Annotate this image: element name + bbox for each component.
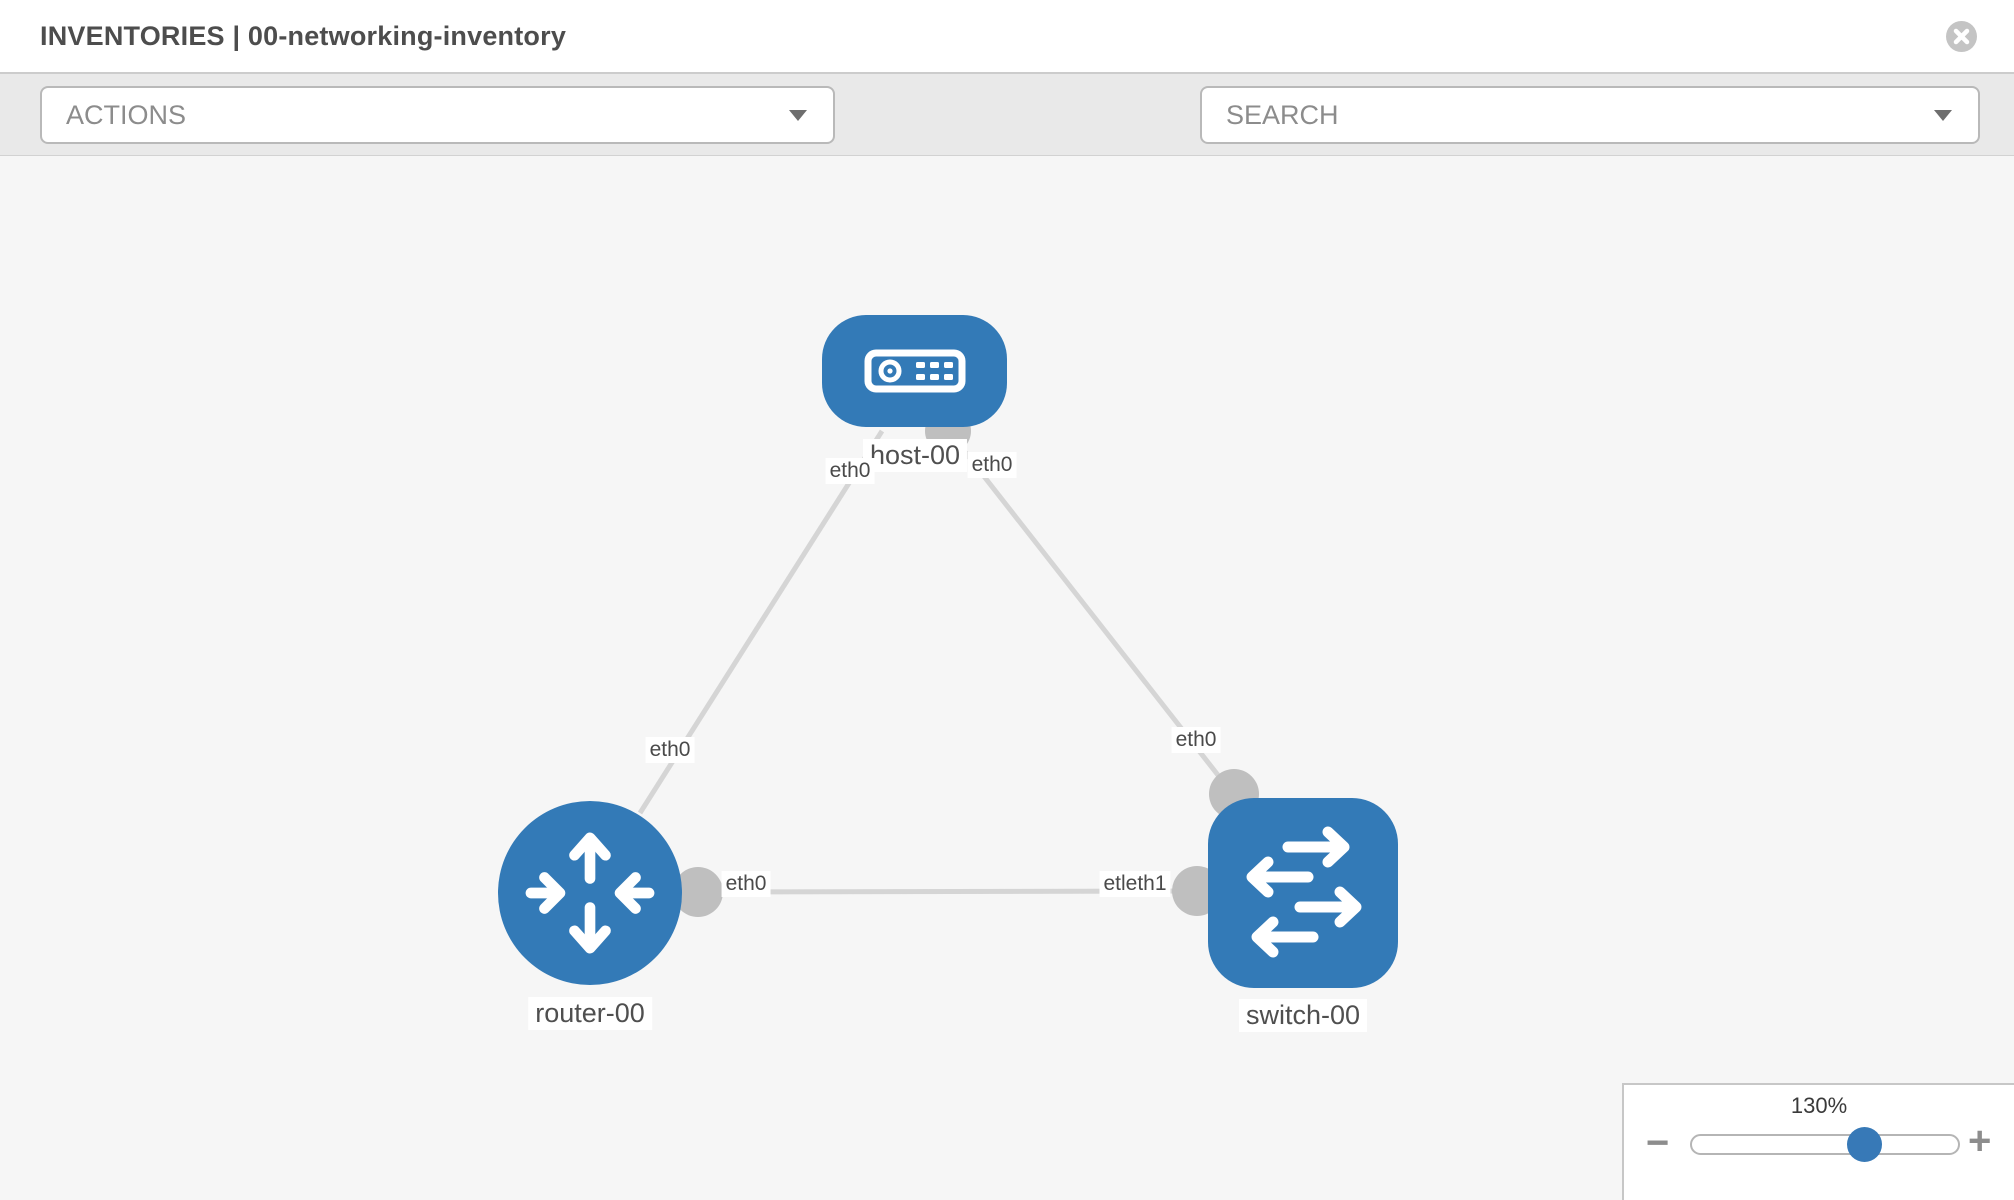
chevron-down-icon [789,110,807,121]
search-dropdown[interactable]: SEARCH [1200,86,1980,144]
iface-label-router-to-switch: eth0 [721,871,771,897]
actions-dropdown-label: ACTIONS [66,100,187,130]
zoom-level-value: 130% [1790,1093,1848,1118]
iface-label-switch-to-host: eth0 [1171,727,1221,753]
node-label-router: router-00 [528,997,652,1030]
node-label-host: host-00 [862,439,968,472]
search-placeholder: SEARCH [1226,100,1339,130]
iface-label-host-to-switch: eth0 [967,452,1017,478]
iface-label-switch-to-router: etleth1 [1099,871,1171,897]
node-router-00[interactable] [498,801,682,985]
chevron-down-icon [1934,110,1952,121]
zoom-control-panel: 130% − + [1622,1083,2014,1200]
node-host-00[interactable] [822,315,1007,427]
zoom-slider-knob[interactable] [1847,1127,1882,1162]
page-title: INVENTORIES | 00-networking-inventory [40,21,567,51]
topology-links [637,429,1234,895]
close-button[interactable] [1946,21,1977,52]
zoom-slider-track[interactable] [1690,1134,1960,1155]
iface-label-host-to-router: eth0 [825,458,875,484]
switch-icon-node[interactable] [1208,798,1398,988]
iface-label-router-to-host: eth0 [645,737,695,763]
actions-dropdown[interactable]: ACTIONS [40,86,835,144]
window-header: INVENTORIES | 00-networking-inventory [0,0,2014,72]
topology-canvas[interactable]: host-00 router-00 switch-00 eth0 eth0 et… [0,156,2014,1200]
toolbar: ACTIONS SEARCH [0,72,2014,207]
zoom-out-button[interactable]: − [1646,1121,1670,1165]
node-label-switch: switch-00 [1238,999,1368,1032]
zoom-in-button[interactable]: + [1968,1119,1992,1163]
